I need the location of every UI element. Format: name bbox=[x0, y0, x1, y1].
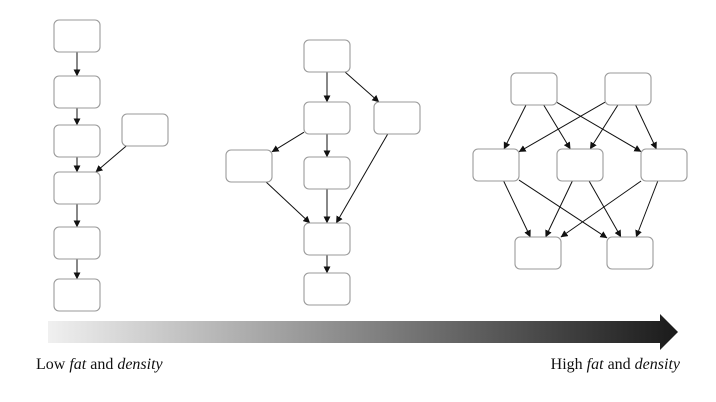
edge-arrow-b4-b6 bbox=[265, 181, 311, 224]
edge-arrow-c2-c3 bbox=[518, 101, 606, 153]
edge-arrow-b1-b3 bbox=[344, 71, 380, 103]
edge-arrow-c3-c6 bbox=[503, 180, 531, 238]
edge-arrow-c2-c4 bbox=[589, 104, 619, 150]
edge-arrow-c1-c3 bbox=[503, 104, 527, 150]
graph-node-c5 bbox=[640, 148, 688, 182]
graph-node-a2 bbox=[53, 75, 101, 109]
edges-layer bbox=[73, 52, 659, 280]
graph-node-b1 bbox=[303, 39, 351, 73]
graph-node-a1 bbox=[53, 19, 101, 53]
caption-high-density: High fat and density bbox=[550, 356, 680, 373]
edge-arrow-c3-c7 bbox=[518, 179, 608, 239]
graph-node-c6 bbox=[514, 236, 562, 270]
graph-node-c3 bbox=[472, 148, 520, 182]
graph-node-ax bbox=[121, 113, 169, 147]
edge-arrow-c4-c7 bbox=[588, 180, 622, 238]
graph-node-b7 bbox=[303, 272, 351, 306]
graph-node-b6 bbox=[303, 222, 351, 256]
graph-node-c2 bbox=[604, 72, 652, 106]
graph-node-a3 bbox=[53, 124, 101, 158]
edge-arrow-c5-c6 bbox=[560, 180, 642, 238]
graph-node-a6 bbox=[53, 278, 101, 312]
edge-arrow-b2-b4 bbox=[271, 131, 305, 153]
edge-arrow-c1-c5 bbox=[556, 102, 642, 152]
density-scale-arrow bbox=[48, 314, 678, 350]
caption-low-density: Low fat and density bbox=[36, 356, 163, 373]
graph-node-b2 bbox=[303, 101, 351, 135]
graph-node-c4 bbox=[556, 148, 604, 182]
edge-arrow-c5-c7 bbox=[635, 180, 659, 238]
graph-node-b3 bbox=[373, 101, 421, 135]
edge-arrow-c1-c4 bbox=[543, 104, 571, 150]
edge-arrow-ax-a4 bbox=[95, 145, 127, 173]
graph-node-b5 bbox=[303, 156, 351, 190]
edge-arrow-c4-c6 bbox=[545, 180, 573, 238]
nodes-layer bbox=[53, 19, 688, 312]
edge-arrow-c2-c5 bbox=[635, 104, 657, 150]
graph-node-c7 bbox=[606, 236, 654, 270]
graph-node-a5 bbox=[53, 226, 101, 260]
graph-node-a4 bbox=[53, 171, 101, 205]
graph-node-c1 bbox=[510, 72, 558, 106]
edge-arrow-b3-b6 bbox=[335, 133, 389, 224]
graph-node-b4 bbox=[225, 149, 273, 183]
